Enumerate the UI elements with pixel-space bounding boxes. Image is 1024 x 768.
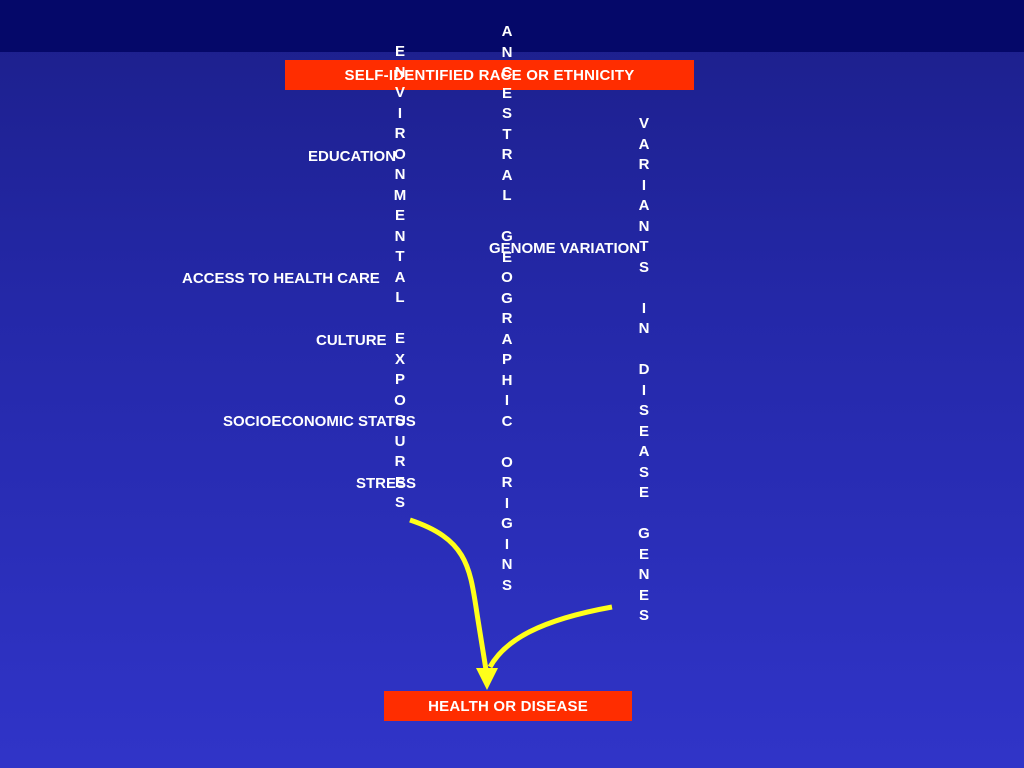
column-letter: P (394, 371, 405, 388)
variants-to-health-arrow (487, 604, 613, 669)
column-letter: G (501, 228, 513, 245)
column-letter: R (501, 310, 513, 327)
column-letter: G (638, 525, 650, 542)
column-letter: I (504, 392, 510, 409)
column-letter: N (501, 43, 513, 61)
column-letter: S (638, 258, 649, 276)
column-letter: R (501, 474, 513, 491)
race-ethnicity-box: SELF-IDENTIFIED RACE OR ETHNICITY (285, 60, 694, 90)
column-letter: X (394, 350, 405, 368)
column-letter (390, 309, 410, 330)
column-letter: N (638, 320, 650, 337)
column-letter: E (501, 248, 512, 266)
column-letter: S (394, 412, 405, 429)
column-letter: O (394, 145, 406, 163)
column-letter (497, 207, 517, 228)
column-letter: S (501, 576, 512, 594)
column-letter: C (501, 412, 513, 430)
column-letter: H (501, 371, 513, 389)
column-letter: U (394, 432, 406, 450)
column-letter: I (641, 299, 647, 317)
column-letter: G (501, 289, 513, 307)
column-letter: G (501, 515, 513, 532)
column-letter: E (394, 330, 405, 347)
socioeconomic-status-label: SOCIOECONOMIC STATUS (223, 413, 416, 430)
column-letter (634, 504, 654, 525)
column-letter: P (501, 351, 512, 368)
column-letter: M (393, 186, 407, 204)
column-letter: T (502, 125, 512, 143)
column-letter: N (501, 556, 513, 573)
column-letter: I (641, 381, 647, 399)
column-letter (634, 278, 654, 299)
column-letter: V (394, 84, 405, 101)
column-letter: O (501, 453, 513, 471)
column-letter: I (504, 494, 510, 512)
column-letter: I (641, 176, 647, 194)
access-to-health-care-label: ACCESS TO HEALTH CARE (182, 270, 380, 287)
column-letter: R (394, 125, 406, 142)
column-letter: N (638, 217, 650, 235)
column-letter: R (638, 156, 650, 173)
column-letter: E (394, 207, 405, 224)
column-letter: N (394, 63, 406, 81)
column-letter: S (638, 463, 649, 481)
column-letter: S (638, 607, 649, 624)
column-letter: S (501, 105, 512, 122)
column-letter: A (501, 23, 513, 40)
column-letter: A (638, 443, 650, 460)
column-letter: O (501, 269, 513, 286)
column-letter: L (395, 289, 405, 306)
column-letter: S (638, 402, 649, 419)
column-letter: A (638, 197, 650, 214)
education-label: EDUCATION (308, 148, 397, 165)
stress-label: STRESS (356, 475, 417, 492)
genome-variation-label: GENOME VARIATION (489, 240, 641, 257)
column-letter: N (394, 166, 406, 183)
column-letter: A (638, 135, 650, 153)
column-letter: E (638, 586, 649, 604)
column-letter: C (501, 64, 513, 81)
column-letter: T (395, 248, 405, 265)
column-letter: T (639, 238, 649, 255)
environment-to-health-arrow (409, 517, 490, 677)
column-letter: E (638, 484, 649, 501)
column-letter: I (504, 535, 510, 553)
culture-label: CULTURE (316, 332, 387, 349)
column-letter (497, 432, 517, 453)
column-letter: N (394, 227, 406, 245)
column-letter: A (501, 166, 513, 184)
column-letter: R (394, 453, 406, 470)
column-letter: D (638, 361, 650, 378)
column-letter: S (394, 494, 405, 511)
column-letter: O (394, 391, 406, 409)
column-letter (634, 340, 654, 361)
column-letter: E (501, 84, 512, 102)
column-letter: L (502, 187, 512, 204)
title-band (0, 0, 1024, 52)
column-letter: R (501, 146, 513, 163)
health-or-disease-box: HEALTH OR DISEASE (384, 691, 632, 721)
column-letter: E (394, 473, 405, 491)
column-letter: I (397, 104, 403, 122)
column-letter: A (501, 330, 513, 348)
column-letter: E (638, 545, 649, 563)
column-letter: E (394, 43, 405, 60)
column-letter: V (638, 115, 649, 132)
column-letter: A (394, 268, 406, 286)
column-letter: E (638, 422, 649, 440)
arrowhead-icon (476, 668, 498, 690)
column-letter: N (638, 566, 650, 583)
